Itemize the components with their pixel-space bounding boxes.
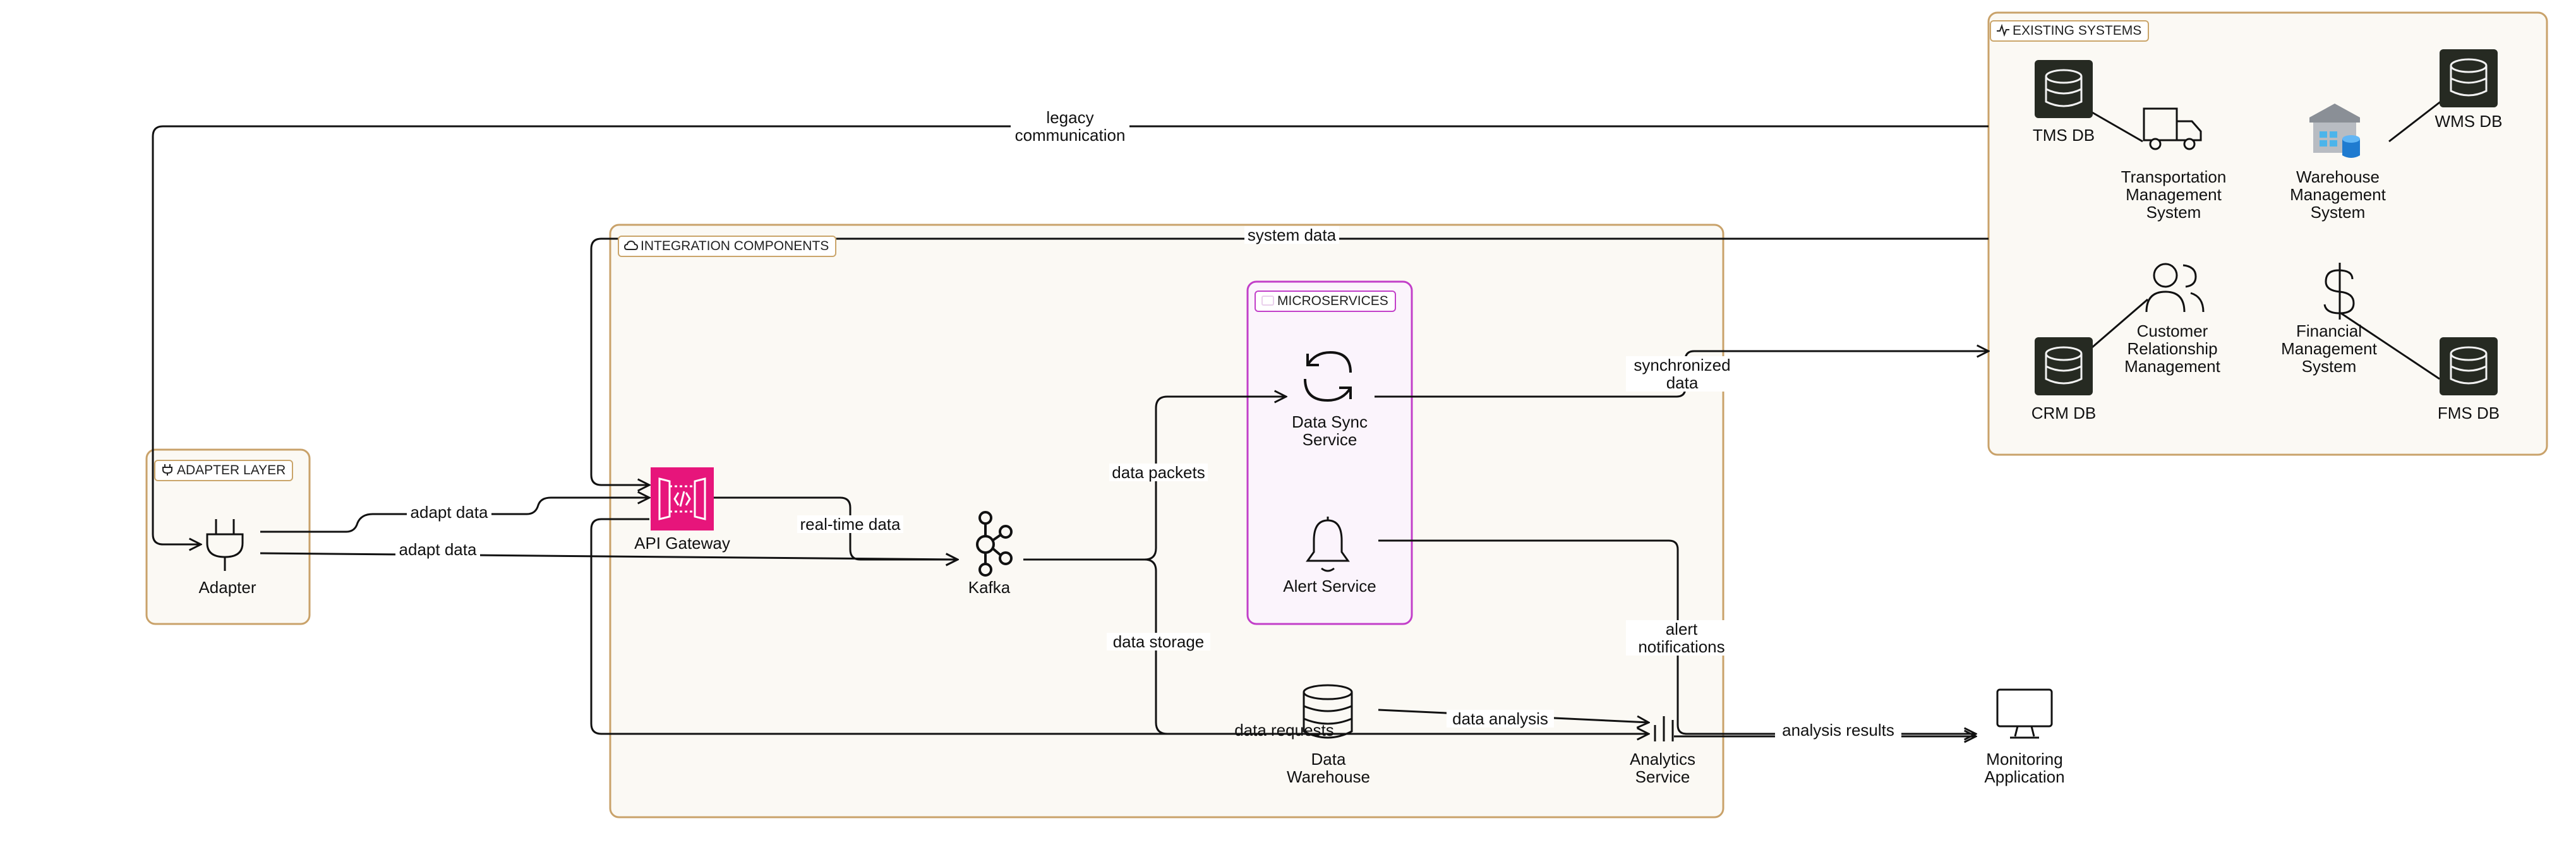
link-wms bbox=[2388, 97, 2445, 143]
tms-db-icon bbox=[2035, 60, 2093, 118]
link-crm bbox=[2091, 298, 2148, 349]
integration-components-tag: INTEGRATION COMPONENTS bbox=[618, 236, 837, 257]
adapter-layer-label: ADAPTER LAYER bbox=[177, 463, 286, 477]
data-analysis-label: data analysis bbox=[1447, 710, 1554, 728]
integration-components-group bbox=[609, 224, 1724, 818]
synchronized-data-label: synchronized data bbox=[1626, 356, 1738, 392]
integration-components-label: INTEGRATION COMPONENTS bbox=[641, 239, 829, 253]
monitor-icon bbox=[1996, 688, 2053, 739]
link-fms bbox=[2340, 312, 2440, 380]
kafka-icon bbox=[976, 511, 1013, 577]
sync-icon bbox=[1304, 351, 1352, 402]
adapter-label: Adapter bbox=[198, 578, 256, 597]
fms-label: Financial Management System bbox=[2281, 321, 2377, 376]
cloud-icon bbox=[624, 240, 638, 250]
dollar-icon bbox=[2323, 263, 2355, 320]
fms-db-label: FMS DB bbox=[2437, 404, 2500, 423]
data-requests-label: data requests bbox=[1234, 721, 1334, 740]
wms-db-icon bbox=[2440, 49, 2498, 107]
wms-label: Warehouse Management System bbox=[2290, 167, 2386, 222]
link-tms bbox=[2091, 111, 2143, 143]
real-time-data-label: real-time data bbox=[797, 515, 903, 533]
tms-label: Transportation Management System bbox=[2121, 167, 2227, 222]
data-warehouse-label: Data Warehouse bbox=[1287, 750, 1370, 786]
existing-systems-group bbox=[1987, 11, 2548, 456]
analytics-service-label: Analytics Service bbox=[1629, 750, 1696, 786]
data-sync-label: Data Sync Service bbox=[1292, 412, 1368, 449]
fms-db-icon bbox=[2440, 337, 2498, 395]
edge-data-requests bbox=[590, 518, 1649, 734]
bell-icon bbox=[1306, 517, 1350, 572]
existing-systems-label: EXISTING SYSTEMS bbox=[2013, 23, 2142, 38]
adapt-data-label-2: adapt data bbox=[395, 541, 480, 558]
monitoring-app-label: Monitoring Application bbox=[1984, 750, 2065, 786]
analysis-results-label: analysis results bbox=[1775, 721, 1901, 739]
adapt-data-label-1: adapt data bbox=[407, 503, 491, 521]
microservices-group bbox=[1246, 280, 1413, 625]
pulse-icon bbox=[1997, 24, 2009, 37]
wms-db-label: WMS DB bbox=[2435, 112, 2503, 131]
edge-legacy-communication bbox=[152, 125, 1989, 544]
microservices-tag-icon bbox=[1261, 296, 1274, 306]
edge-system-data bbox=[590, 237, 1989, 485]
system-data-label: system data bbox=[1244, 226, 1339, 244]
crm-label: Customer Relationship Management bbox=[2124, 321, 2220, 376]
microservices-tag: MICROSERVICES bbox=[1255, 291, 1396, 312]
existing-systems-tag: EXISTING SYSTEMS bbox=[1990, 20, 2150, 42]
edge-adapt-data-2 bbox=[260, 552, 958, 560]
plug-icon bbox=[206, 519, 244, 571]
api-gateway-label: API Gateway bbox=[634, 534, 730, 553]
tms-db-label: TMS DB bbox=[2032, 126, 2095, 145]
api-gateway-icon bbox=[651, 467, 714, 530]
data-warehouse-icon bbox=[1303, 684, 1353, 739]
kafka-label: Kafka bbox=[968, 578, 1011, 597]
data-storage-label: data storage bbox=[1107, 633, 1210, 650]
alert-notifications-label: alert notifications bbox=[1626, 620, 1737, 656]
legacy-communication-label: legacy communication bbox=[1011, 109, 1129, 144]
crm-db-label: CRM DB bbox=[2031, 404, 2097, 423]
truck-icon bbox=[2143, 107, 2202, 150]
warehouse-icon bbox=[2309, 104, 2360, 158]
plug-small-icon bbox=[162, 464, 172, 476]
analytics-icon bbox=[1654, 716, 1674, 741]
data-packets-label: data packets bbox=[1109, 464, 1208, 481]
people-icon bbox=[2145, 263, 2205, 313]
alert-service-label: Alert Service bbox=[1283, 577, 1376, 596]
crm-db-icon bbox=[2035, 337, 2093, 395]
microservices-label: MICROSERVICES bbox=[1277, 294, 1388, 308]
adapter-layer-tag: ADAPTER LAYER bbox=[154, 460, 294, 481]
